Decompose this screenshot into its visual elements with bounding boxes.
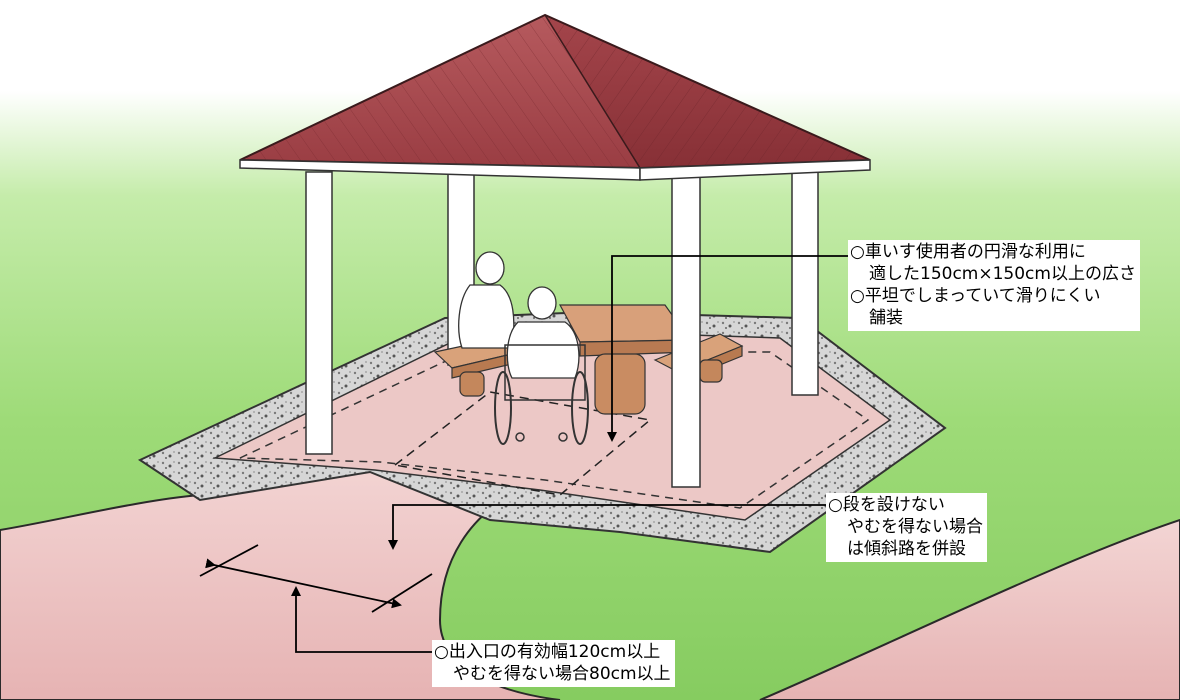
column-back-right xyxy=(791,164,819,396)
callout-area-line-1: ○車いす使用者の円滑な利用に xyxy=(850,242,1086,262)
leader-line-area xyxy=(607,255,850,442)
callout-entrance-line-1: ○出入口の有効幅120cm以上 xyxy=(434,642,661,662)
side-path xyxy=(759,518,1180,700)
entrance-width-dimension xyxy=(205,558,402,609)
callout-turning-space: ○車いす使用者の円滑な利用に 適した150cm×150cm以上の広さ ○平坦でし… xyxy=(848,240,1140,331)
callout-no-steps: ○段を設けない やむを得ない場合 は傾斜路を併設 xyxy=(826,493,987,562)
leader-line-entrance xyxy=(291,586,434,653)
callout-step-line-3: は傾斜路を併設 xyxy=(847,539,966,559)
callout-area-line-4: 舗装 xyxy=(869,308,903,328)
callout-entrance-width: ○出入口の有効幅120cm以上 やむを得ない場合80cm以上 xyxy=(432,640,675,687)
callout-area-line-3: ○平坦でしまっていて滑りにくい xyxy=(850,286,1101,306)
leader-line-step xyxy=(388,504,828,550)
callout-step-line-2: やむを得ない場合 xyxy=(847,517,983,537)
column-front-right xyxy=(671,174,701,488)
callout-area-line-2: 適した150cm×150cm以上の広さ xyxy=(869,264,1136,284)
wheelchair-turning-area xyxy=(393,391,652,496)
picnic-table xyxy=(558,304,692,415)
column-front-left xyxy=(305,171,333,455)
callout-entrance-line-2: やむを得ない場合80cm以上 xyxy=(453,664,671,684)
callout-step-line-1: ○段を設けない xyxy=(828,495,945,515)
shelter-roof xyxy=(239,13,871,181)
wheelchair-user xyxy=(494,286,589,445)
